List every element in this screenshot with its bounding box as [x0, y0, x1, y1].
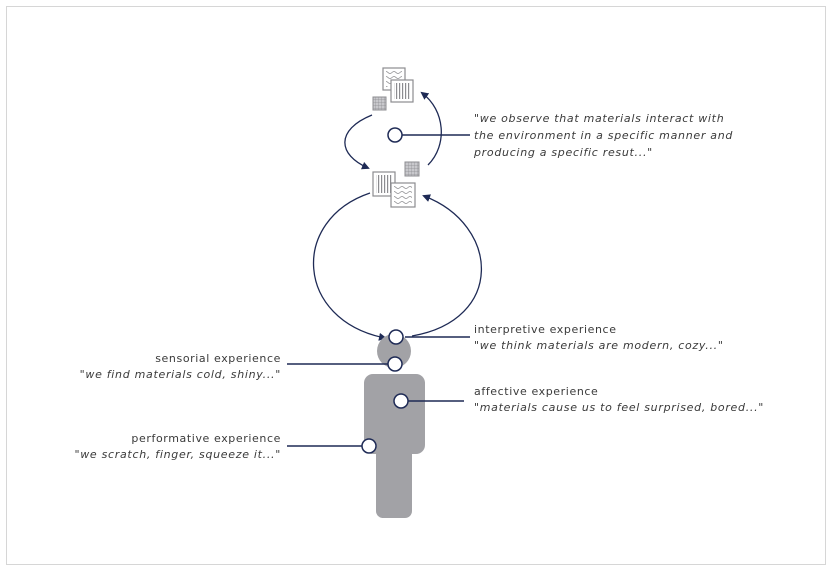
affective-title: affective experience — [474, 385, 598, 398]
top-quote-line2: the environment in a specific manner and — [474, 129, 733, 142]
interpretive-quote: "we think materials are modern, cozy..." — [474, 339, 724, 352]
observation-node — [387, 127, 403, 143]
performative-quote: "we scratch, finger, squeeze it..." — [74, 448, 281, 461]
arrow-big-right — [411, 194, 482, 337]
affective-quote: "materials cause us to feel surprised, b… — [474, 401, 764, 414]
performative-node — [361, 438, 377, 454]
interpretive-title: interpretive experience — [474, 323, 617, 336]
top-quote-line3: producing a specific resut..." — [473, 146, 653, 159]
top-quote-line1: "we observe that materials interact with — [474, 112, 724, 125]
sensorial-node — [387, 356, 403, 372]
diagram-frame — [6, 6, 826, 565]
interpretive-node — [388, 329, 404, 345]
material-samples-top-icon — [372, 67, 414, 111]
arrow-small-left — [344, 114, 373, 170]
arrow-big-left — [312, 192, 387, 341]
sensorial-quote: "we find materials cold, shiny..." — [80, 368, 281, 381]
affective-node — [393, 393, 409, 409]
human-figure — [364, 334, 425, 518]
arrow-small-right — [420, 91, 442, 166]
performative-title: performative experience — [131, 432, 281, 445]
material-samples-middle-icon — [372, 161, 420, 208]
sensorial-title: sensorial experience — [155, 352, 281, 365]
